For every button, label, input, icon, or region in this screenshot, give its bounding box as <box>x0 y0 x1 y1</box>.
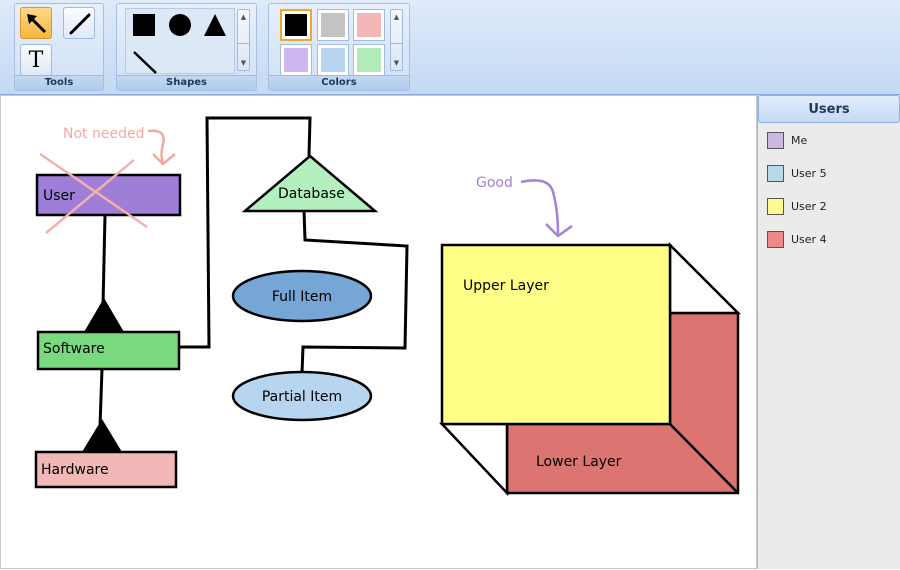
database-fullitem-connector[interactable] <box>300 209 409 374</box>
line-shape-icon[interactable] <box>133 51 157 74</box>
user-name: User 2 <box>791 200 827 213</box>
user-color-chip <box>767 132 784 149</box>
scroll-up-icon[interactable]: ▲ <box>240 13 247 21</box>
color-swatch-lightblue[interactable] <box>317 44 349 76</box>
database-label: Database <box>278 186 345 202</box>
ribbon-toolbar: T Tools ▲ ▼ Shapes ▲ ▼ Colors <box>0 0 900 95</box>
arrow-pointer-icon <box>27 14 47 34</box>
user-color-chip <box>767 165 784 182</box>
hardware-box[interactable] <box>34 450 178 489</box>
cube-upper-right-face[interactable] <box>668 241 742 315</box>
color-swatch-gray[interactable] <box>317 9 349 41</box>
users-panel-title: Users <box>758 95 900 123</box>
hardware-inheritance-arrow[interactable] <box>82 419 122 452</box>
select-tool-button[interactable] <box>20 7 52 39</box>
cross-out-stroke[interactable] <box>39 152 148 229</box>
shapes-group-label: Shapes <box>117 75 256 90</box>
color-swatch-pink[interactable] <box>353 9 385 41</box>
software-box[interactable] <box>36 330 181 371</box>
not-needed-annotation[interactable]: Not needed <box>63 126 144 142</box>
user-software-connector[interactable] <box>101 214 107 307</box>
color-swatch-black[interactable] <box>280 9 312 41</box>
software-box-label: Software <box>43 341 105 357</box>
cross-out-stroke[interactable] <box>45 159 135 234</box>
triangle-shape-icon[interactable] <box>204 14 226 36</box>
color-swatch-lavender[interactable] <box>280 44 312 76</box>
partial-item-label: Partial Item <box>262 389 342 405</box>
not-needed-arrow[interactable] <box>147 129 165 163</box>
user-name: User 5 <box>791 167 827 180</box>
not-needed-arrowhead[interactable] <box>152 153 176 166</box>
diagram-svg: User Not needed Software Hardware Databa… <box>34 116 742 497</box>
shapes-gallery-icons <box>133 14 226 74</box>
cube-upper-layer[interactable] <box>440 243 672 426</box>
scroll-down-icon[interactable]: ▼ <box>393 59 400 67</box>
hardware-box-label: Hardware <box>41 462 109 478</box>
cube-edge <box>669 423 739 494</box>
colors-gallery-scroll[interactable]: ▲ ▼ <box>390 9 403 71</box>
circle-shape-icon[interactable] <box>169 14 191 36</box>
database-triangle[interactable] <box>241 154 379 213</box>
users-panel: Users Me User 5 User 2 User 4 <box>757 95 900 569</box>
user-color-chip <box>767 231 784 248</box>
pen-line-icon <box>69 13 91 35</box>
user-box-label: User <box>43 188 75 204</box>
drawing-canvas[interactable]: User Not needed Software Hardware Databa… <box>0 95 757 569</box>
tools-group: T Tools <box>14 3 104 91</box>
pen-tool-button[interactable] <box>63 7 95 39</box>
user-name: User 4 <box>791 233 827 246</box>
shapes-gallery-scroll[interactable]: ▲ ▼ <box>237 9 250 71</box>
text-tool-icon: T <box>28 48 44 73</box>
user-name: Me <box>791 134 808 147</box>
text-tool-button[interactable]: T <box>20 44 52 76</box>
scroll-down-icon[interactable]: ▼ <box>240 59 247 67</box>
shapes-group: ▲ ▼ Shapes <box>116 3 257 91</box>
software-hardware-connector[interactable] <box>98 368 104 427</box>
full-item-ellipse[interactable] <box>231 269 373 323</box>
partial-item-ellipse[interactable] <box>231 370 373 422</box>
scroll-up-icon[interactable]: ▲ <box>393 13 400 21</box>
tools-group-label: Tools <box>15 75 103 90</box>
software-database-connector[interactable] <box>180 116 312 349</box>
user-color-chip <box>767 198 784 215</box>
cube-lower-left-face[interactable] <box>439 422 509 497</box>
good-arrowhead[interactable] <box>545 223 573 238</box>
full-item-label: Full Item <box>272 289 332 305</box>
lower-layer-label: Lower Layer <box>536 454 622 470</box>
upper-layer-label: Upper Layer <box>463 278 549 294</box>
good-arrow[interactable] <box>520 179 560 235</box>
colors-group: ▲ ▼ Colors <box>268 3 410 91</box>
rectangle-shape-icon[interactable] <box>133 14 155 36</box>
good-annotation[interactable]: Good <box>476 175 513 191</box>
software-inheritance-arrow[interactable] <box>84 298 124 332</box>
colors-group-label: Colors <box>269 75 409 90</box>
color-swatch-lightgreen[interactable] <box>353 44 385 76</box>
